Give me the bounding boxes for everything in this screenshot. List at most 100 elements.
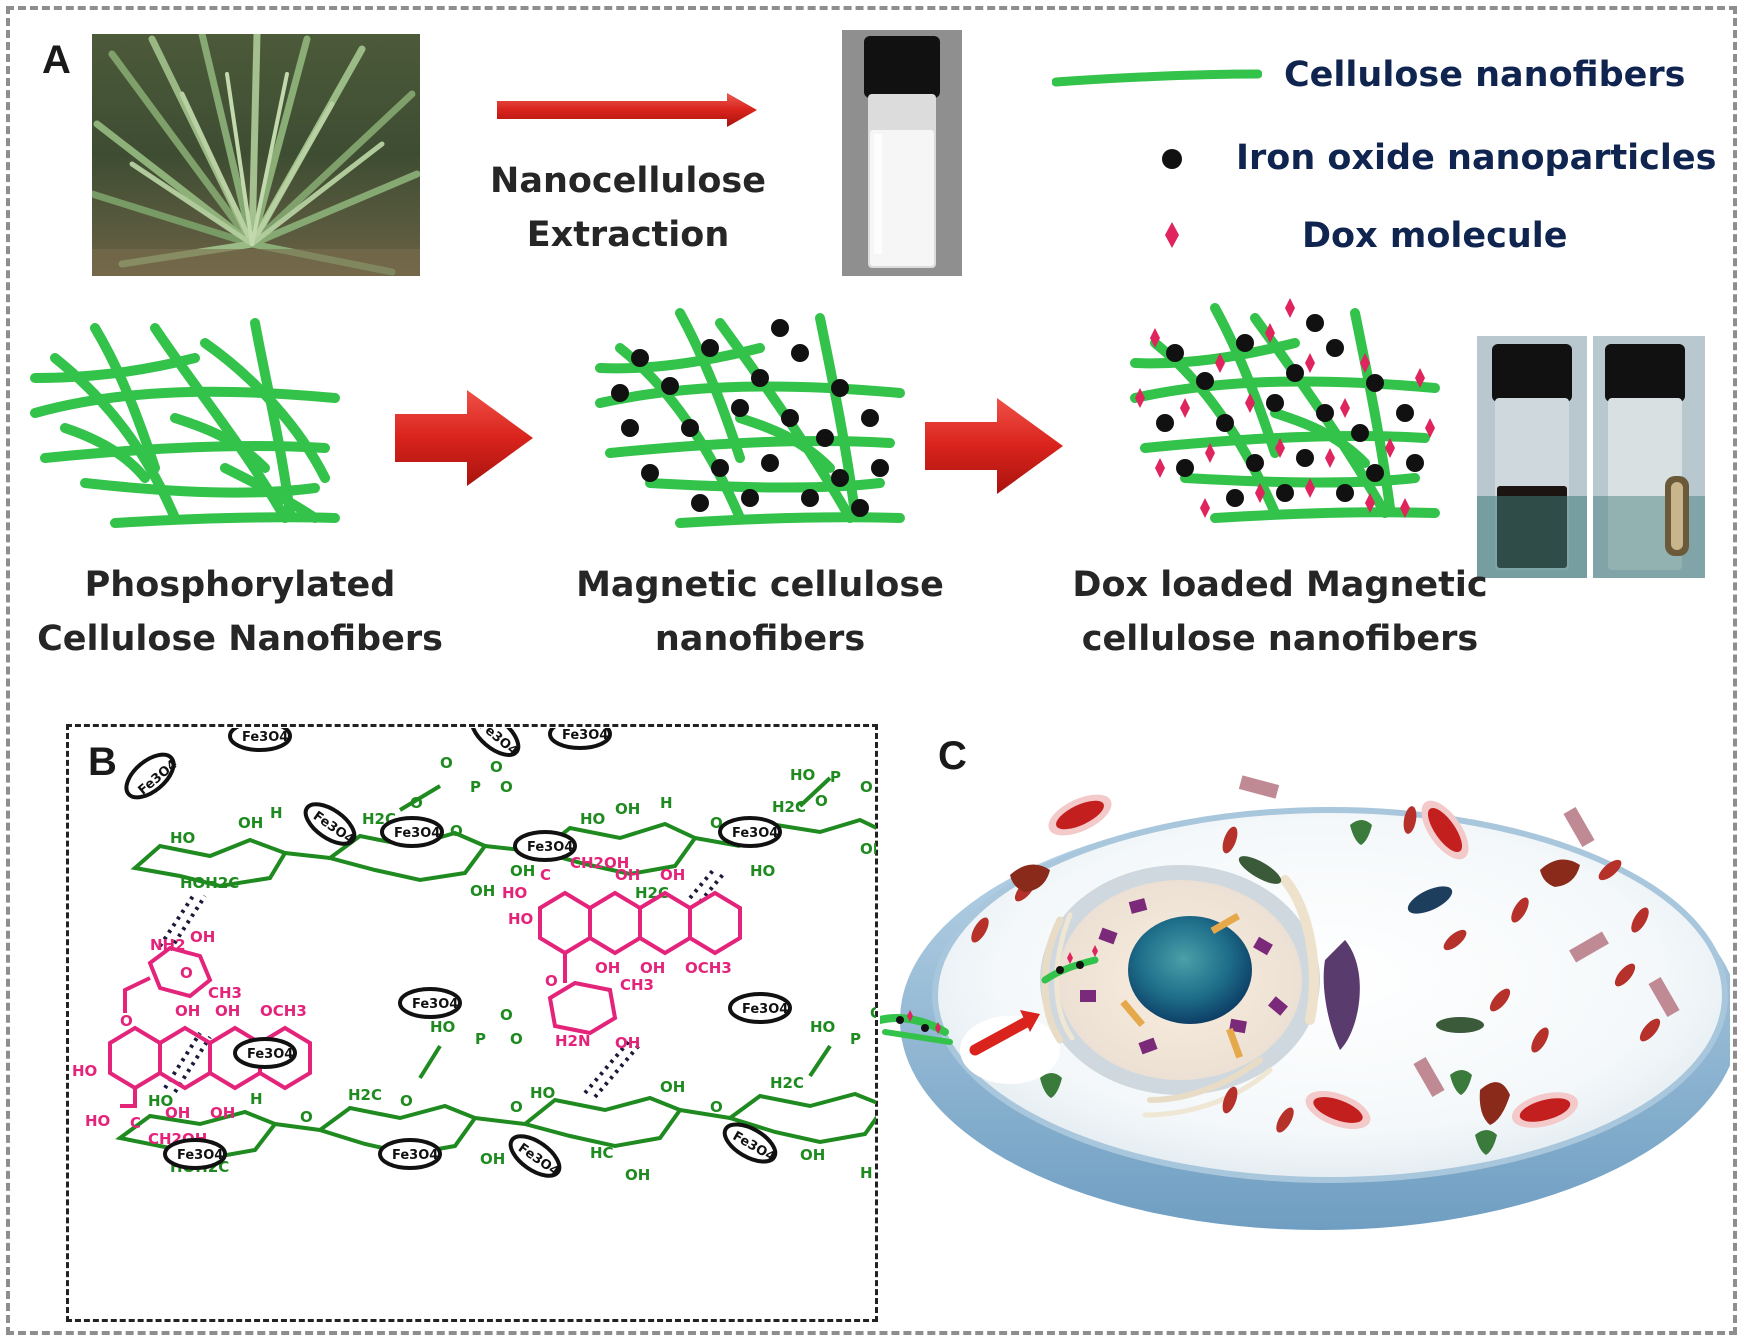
extraction-arrow [497, 93, 757, 127]
chem-ho: HO [170, 829, 195, 847]
panel-label-c: C [938, 734, 967, 778]
legend-symbols [1052, 69, 1262, 248]
chem-label: O [450, 822, 463, 840]
mitochondria [1048, 794, 1579, 1130]
chem-label: O [510, 1098, 523, 1116]
chem-label: H2C [348, 1086, 382, 1104]
dox-loaded-nanofiber-network [1130, 298, 1440, 523]
chem-label: O [500, 778, 513, 796]
legend-dox-label: Dox molecule [1302, 216, 1568, 256]
extraction-label-line2: Extraction [526, 215, 730, 255]
chem-label: OH [660, 866, 685, 884]
chem-label: OH [470, 882, 495, 900]
chem-label: H [270, 804, 283, 822]
chem-label: O [510, 1030, 523, 1048]
chem-label: HO [530, 1084, 555, 1102]
chem-label: O [410, 794, 423, 812]
chem-label: Fe3O4 [394, 826, 440, 841]
step2-caption-line2: nanofibers [654, 619, 866, 659]
chem-label: NH2 [150, 936, 186, 954]
chem-label: Fe3O4 [247, 1047, 293, 1062]
chem-label: OH [800, 1146, 825, 1164]
chem-label: OH [210, 1104, 235, 1122]
chem-label: O [815, 792, 828, 810]
golgi-apparatus [1323, 940, 1360, 1050]
agave-plant-photo [92, 34, 420, 276]
chem-label: HC [590, 1144, 614, 1162]
step3-caption-line1: Dox loaded Magnetic [1072, 565, 1488, 605]
chem-label: HO [750, 862, 775, 880]
nanocarrier-outside [880, 1010, 953, 1045]
chem-label: O [870, 1004, 876, 1022]
legend-iron-label: Iron oxide nanoparticles [1236, 138, 1717, 178]
chem-label: H [660, 794, 673, 812]
chem-label: P [475, 1030, 486, 1048]
uptake-arrow [969, 1014, 1036, 1056]
chem-label: OH [165, 1104, 190, 1122]
phosphorylated-nanofiber-network [30, 318, 340, 528]
chem-label: O [490, 758, 503, 776]
nanocarrier-internalized [1041, 945, 1099, 984]
legend-dox-swatch [1165, 222, 1179, 248]
chem-label: CH3 [208, 984, 242, 1002]
step2-caption: Magnetic cellulose nanofibers [545, 558, 975, 666]
chem-label: Fe3O4 [527, 840, 573, 855]
chem-label: HO [72, 1062, 97, 1080]
legend-fibers-label: Cellulose nanofibers [1284, 55, 1686, 95]
chem-label: OH [615, 1034, 640, 1052]
chem-label: HO [148, 1092, 173, 1110]
chem-label: C [130, 1114, 141, 1132]
step3-caption-line2: cellulose nanofibers [1081, 619, 1479, 659]
chem-label: OH [175, 1002, 200, 1020]
chem-label: CH2OH [570, 854, 629, 872]
cancer-cell-illustration [880, 775, 1730, 1230]
chem-label: O [300, 1108, 313, 1126]
chem-label: OH [510, 862, 535, 880]
chem-label: H2N [555, 1032, 591, 1050]
panel-label-b: B [88, 740, 117, 784]
nucleolus [1128, 916, 1252, 1024]
chem-label: Fe3O4 [392, 1148, 438, 1163]
step3-caption: Dox loaded Magnetic cellulose nanofibers [1055, 558, 1505, 666]
chem-label: P [830, 768, 841, 786]
chem-label: OH [660, 1078, 685, 1096]
chem-label: O [440, 754, 453, 772]
chem-label: HO [810, 1018, 835, 1036]
chem-label: H [250, 1090, 263, 1108]
chem-label: O [710, 1098, 723, 1116]
process-arrow-1 [395, 390, 533, 486]
chem-label: Fe3O4 [742, 1002, 788, 1017]
chem-label: P [850, 1030, 861, 1048]
chem-label: O [180, 964, 193, 982]
chem-label: O [500, 1006, 513, 1024]
chem-label: Fe3O4 [732, 826, 778, 841]
chem-label: P [470, 778, 481, 796]
chem-label: OH [640, 959, 665, 977]
process-arrow-2 [925, 398, 1063, 494]
chem-label: OH [860, 840, 876, 858]
magnetic-separation-vials-photo [1477, 336, 1705, 578]
magnetic-nanofiber-network [595, 308, 905, 528]
chem-label: OH [480, 1150, 505, 1168]
extraction-label: Nanocellulose Extraction [478, 154, 778, 262]
chem-label: Fe3O4 [242, 730, 288, 745]
chem-label: O [860, 778, 873, 796]
chem-label: CH3 [620, 976, 654, 994]
legend-fiber-swatch [1052, 69, 1262, 87]
chem-label: HOH2C [180, 874, 239, 892]
chem-label: OH [615, 866, 640, 884]
chem-label: OH [615, 800, 640, 818]
chem-label: HO [430, 1018, 455, 1036]
chem-label: OH [215, 1002, 240, 1020]
step1-caption-line2: Cellulose Nanofibers [37, 619, 443, 659]
nanocellulose-vial-photo [842, 30, 962, 276]
figure-frame [6, 6, 1737, 1335]
chem-label: HO [580, 810, 605, 828]
chem-label: Fe3O4 [412, 997, 458, 1012]
chem-label: Fe3O4 [562, 728, 608, 743]
chem-label: OCH3 [685, 959, 732, 977]
endocytosis-opening [960, 1016, 1060, 1084]
step2-caption-line1: Magnetic cellulose [576, 565, 944, 605]
chem-label: HO [502, 884, 527, 902]
chem-label: O [545, 972, 558, 990]
